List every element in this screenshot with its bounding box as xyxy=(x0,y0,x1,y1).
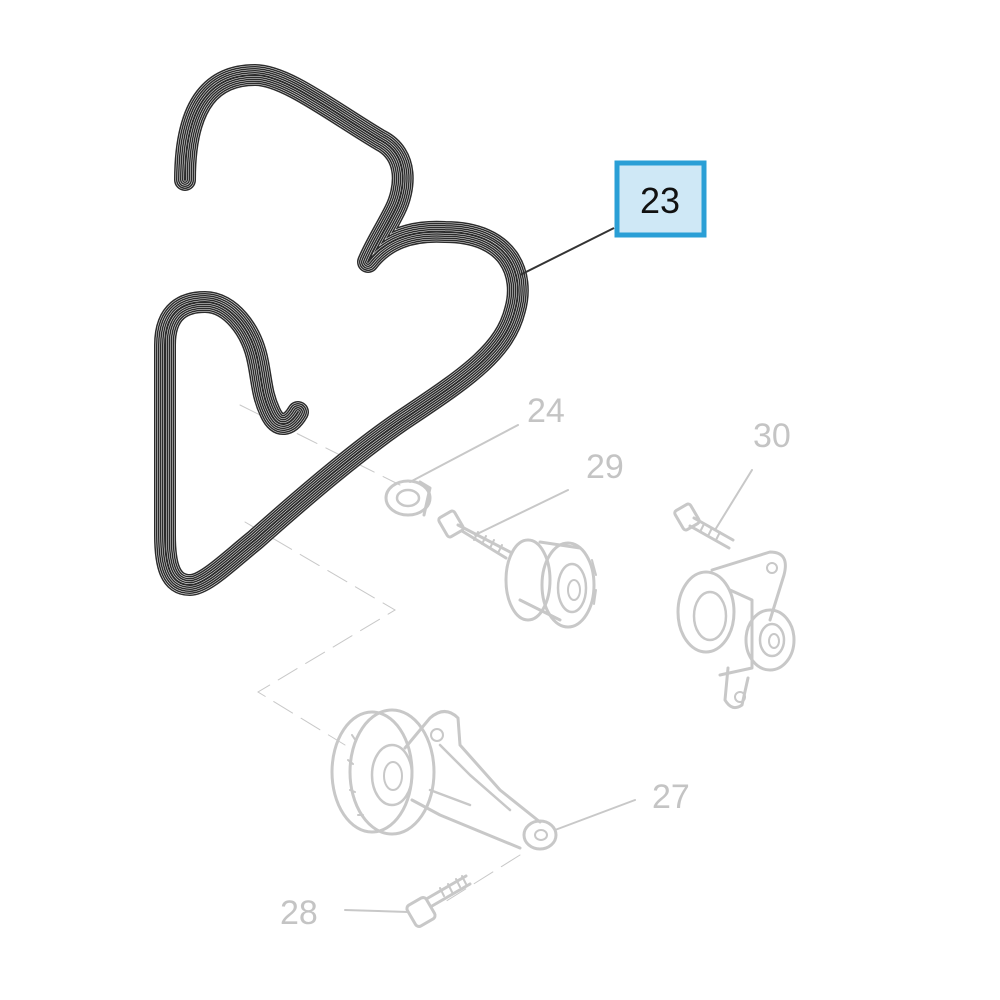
faded-parts xyxy=(239,404,796,928)
belt-rib-outline xyxy=(156,66,527,594)
belt-rib-outline xyxy=(160,70,523,590)
leader-29 xyxy=(474,489,569,536)
serpentine-belt-23[interactable] xyxy=(154,64,529,596)
idler-pulley[interactable] xyxy=(504,538,597,629)
leader-28 xyxy=(344,909,409,913)
tensioner-bolt-30[interactable] xyxy=(673,502,735,550)
belt-rib-gap xyxy=(159,69,524,591)
callout-24[interactable]: 24 xyxy=(527,392,565,430)
centerline-lower xyxy=(244,521,396,746)
belt-rib-outline xyxy=(158,68,525,592)
callout-30[interactable]: 30 xyxy=(753,417,791,455)
belt-rib-outline xyxy=(162,72,521,588)
bracket-bolt-28[interactable] xyxy=(405,874,472,928)
leader-23 xyxy=(519,227,615,276)
leader-27 xyxy=(554,799,636,831)
assembly-centerlines xyxy=(239,404,521,906)
washer-24[interactable] xyxy=(384,479,432,517)
callout-23-box[interactable]: 23 xyxy=(614,160,707,238)
callout-labels: 24 29 30 27 28 23 xyxy=(280,160,791,932)
centerline-bolt-28 xyxy=(439,854,521,906)
callout-28[interactable]: 28 xyxy=(280,894,318,932)
belt-outline xyxy=(164,74,519,586)
belt-rib-gap xyxy=(157,67,526,593)
belt-rib-gap xyxy=(163,73,520,587)
centerline-upper xyxy=(239,404,401,486)
callout-23: 23 xyxy=(640,180,680,221)
leader-24 xyxy=(409,424,519,483)
tensioner-bracket-27[interactable] xyxy=(330,708,558,851)
belt-rib-gap xyxy=(161,71,522,589)
callout-27[interactable]: 27 xyxy=(652,778,690,816)
tensioner-assembly[interactable] xyxy=(676,550,796,710)
leader-30 xyxy=(714,469,753,531)
pulley-bolt-29[interactable] xyxy=(437,509,512,560)
belt-rib-outline xyxy=(154,64,529,596)
belt-rib-gap xyxy=(155,65,528,595)
callout-29[interactable]: 29 xyxy=(586,448,624,486)
